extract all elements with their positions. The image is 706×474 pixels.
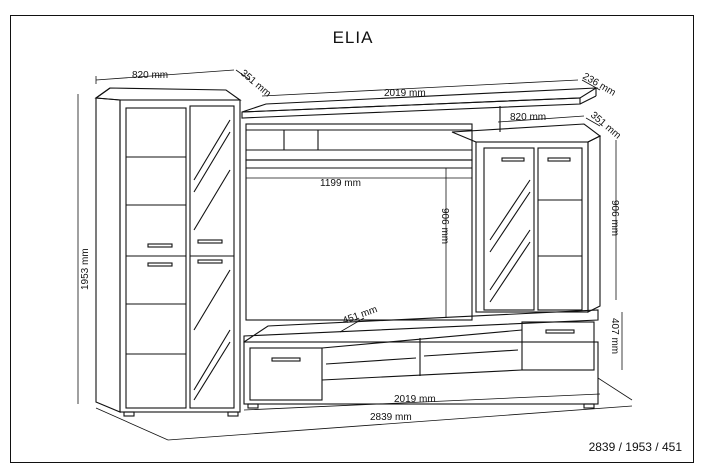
dim-tv-opening-height: 906 mm: [439, 208, 450, 244]
tall-cabinet: [94, 87, 242, 417]
dim-tall-cabinet-depth: 351 mm: [238, 68, 273, 100]
overall-dimensions: 2839 / 1953 / 451: [588, 440, 682, 454]
tv-back-panel: [245, 123, 473, 321]
product-title: ELIA: [332, 28, 374, 47]
dim-tv-stand-depth: 451 mm: [341, 304, 379, 327]
dim-total-width: 2839 mm: [370, 412, 412, 423]
dim-wall-cabinet-height: 906 mm: [609, 200, 620, 236]
wall-cabinet: [451, 123, 602, 313]
tv-stand: [243, 309, 599, 409]
dim-tv-opening-width: 1199 mm: [320, 178, 361, 189]
dimension-lines: [77, 69, 633, 441]
dim-tv-stand-width: 2019 mm: [394, 394, 436, 405]
dim-wall-cabinet-depth: 351 mm: [588, 110, 623, 142]
dim-shelf-width: 2019 mm: [384, 88, 426, 99]
dim-tall-cabinet-height: 1953 mm: [80, 248, 91, 290]
drawing-frame: [10, 15, 694, 463]
dim-tall-cabinet-width: 820 mm: [132, 70, 168, 81]
dim-tv-stand-height: 407 mm: [609, 318, 620, 354]
dim-wall-cabinet-width: 820 mm: [510, 112, 546, 123]
